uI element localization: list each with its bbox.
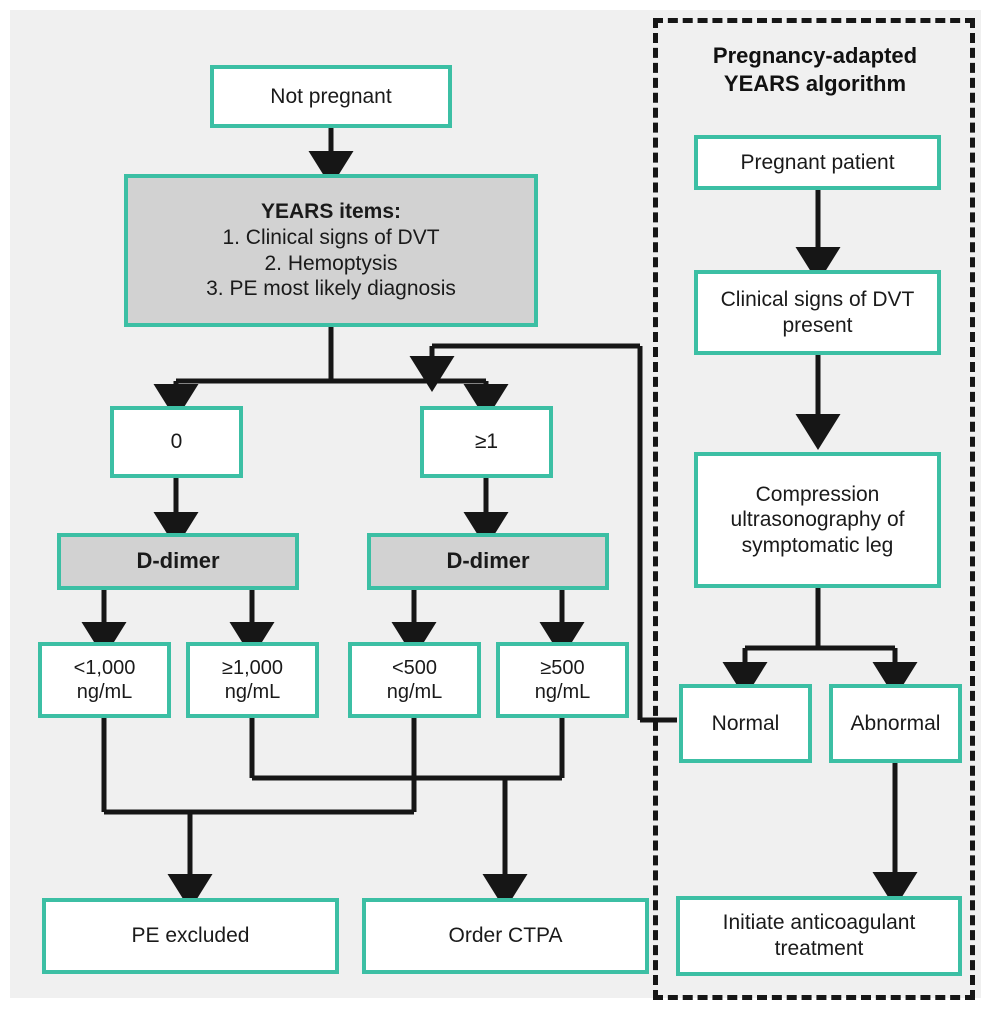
node-threshold-gte-500-content: ≥500 ng/mL (506, 656, 619, 705)
node-treatment-line2: treatment (774, 937, 864, 960)
years-item-2: 2. Hemoptysis (264, 251, 398, 275)
node-threshold-lt-1000-unit: ng/mL (76, 681, 133, 703)
node-clinical-signs-dvt-line2: present (782, 313, 853, 337)
node-threshold-lt-500-unit: ng/mL (386, 681, 443, 703)
years-item-1: 1. Clinical signs of DVT (222, 225, 440, 249)
node-threshold-gte-500[interactable]: ≥500 ng/mL (496, 642, 629, 718)
node-clinical-signs-dvt-present[interactable]: Clinical signs of DVT present (694, 270, 941, 355)
node-not-pregnant[interactable]: Not pregnant (210, 65, 452, 128)
node-threshold-gte-1000-value: ≥1,000 (221, 656, 284, 679)
node-threshold-lt-1000-value: <1,000 (73, 656, 136, 679)
pregnancy-panel-outline (653, 18, 975, 1000)
node-us-result-normal[interactable]: Normal (679, 684, 812, 763)
node-initiate-anticoagulant-treatment[interactable]: Initiate anticoagulant treatment (676, 896, 962, 976)
node-compression-us-line2: ultrasonography of (730, 508, 905, 532)
node-pregnant-patient-label: Pregnant patient (740, 150, 895, 174)
pregnancy-panel-title-line1: Pregnancy-adapted (712, 43, 918, 68)
node-initiate-anticoagulant-content: Initiate anticoagulant treatment (686, 910, 952, 961)
node-compression-us-line3: symptomatic leg (741, 533, 894, 557)
node-threshold-lt-1000[interactable]: <1,000 ng/mL (38, 642, 171, 718)
node-threshold-gte-500-value: ≥500 (540, 656, 585, 679)
node-threshold-lt-500-value: <500 (391, 656, 438, 679)
node-order-ctpa-label: Order CTPA (448, 924, 563, 948)
node-ddimer-right[interactable]: D-dimer (367, 533, 609, 590)
node-threshold-gte-1000-unit: ng/mL (224, 681, 281, 703)
node-pregnant-patient[interactable]: Pregnant patient (694, 135, 941, 190)
node-years-score-zero[interactable]: 0 (110, 406, 243, 478)
node-ddimer-left-label: D-dimer (136, 548, 220, 574)
node-compression-ultrasonography[interactable]: Compression ultrasonography of symptomat… (694, 452, 941, 588)
node-order-ctpa[interactable]: Order CTPA (362, 898, 649, 974)
years-item-3: 3. PE most likely diagnosis (206, 277, 456, 301)
node-years-score-one-or-more[interactable]: ≥1 (420, 406, 553, 478)
years-items-title: YEARS items: (260, 200, 402, 224)
node-threshold-lt-1000-content: <1,000 ng/mL (48, 656, 161, 705)
node-us-result-abnormal[interactable]: Abnormal (829, 684, 962, 763)
node-threshold-lt-500-content: <500 ng/mL (358, 656, 471, 705)
node-us-result-normal-label: Normal (711, 711, 780, 735)
node-threshold-gte-1000-content: ≥1,000 ng/mL (196, 656, 309, 705)
node-treatment-line1: Initiate anticoagulant (722, 911, 916, 935)
node-clinical-signs-dvt-line1: Clinical signs of DVT (720, 287, 915, 311)
node-compression-ultrasonography-content: Compression ultrasonography of symptomat… (704, 482, 931, 559)
node-threshold-gte-500-unit: ng/mL (534, 681, 591, 703)
pregnancy-panel-title: Pregnancy-adapted YEARS algorithm (665, 42, 965, 97)
pregnancy-panel-title-line2: YEARS algorithm (723, 70, 907, 96)
node-threshold-gte-1000[interactable]: ≥1,000 ng/mL (186, 642, 319, 718)
node-us-result-abnormal-label: Abnormal (850, 711, 941, 735)
node-pe-excluded-label: PE excluded (131, 924, 250, 948)
node-clinical-signs-dvt-present-content: Clinical signs of DVT present (704, 287, 931, 338)
node-years-score-zero-label: 0 (170, 430, 183, 454)
node-not-pregnant-label: Not pregnant (270, 84, 392, 108)
node-years-score-one-or-more-label: ≥1 (474, 430, 499, 454)
node-years-items[interactable]: YEARS items: 1. Clinical signs of DVT 2.… (124, 174, 538, 327)
node-compression-us-line1: Compression (755, 482, 880, 506)
years-items-content: YEARS items: 1. Clinical signs of DVT 2.… (134, 199, 528, 301)
node-ddimer-right-label: D-dimer (446, 548, 530, 574)
node-ddimer-left[interactable]: D-dimer (57, 533, 299, 590)
node-threshold-lt-500[interactable]: <500 ng/mL (348, 642, 481, 718)
node-pe-excluded[interactable]: PE excluded (42, 898, 339, 974)
